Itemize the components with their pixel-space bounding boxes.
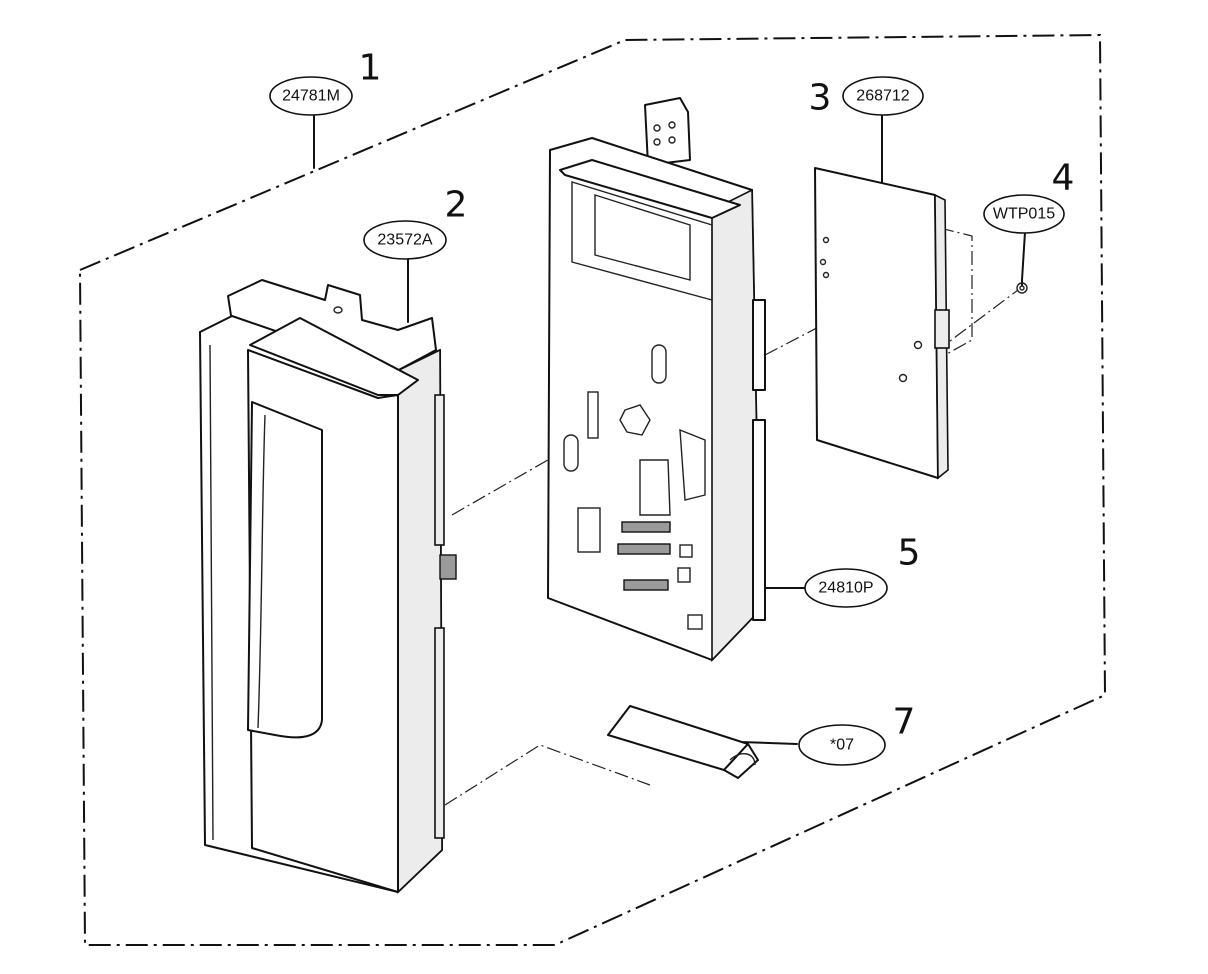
callout-code: 24781M <box>282 88 340 105</box>
control-panel-frame <box>199 279 457 894</box>
callout-number: 2 <box>445 185 468 226</box>
spring-clip <box>607 705 759 779</box>
callout-number: 5 <box>898 533 921 574</box>
control-bracket <box>547 97 766 662</box>
callout-code: 23572A <box>377 232 432 249</box>
callout-1: 24781M 1 <box>269 48 382 116</box>
callout-4: WTP015 4 <box>983 158 1075 234</box>
callout-number: 1 <box>359 48 382 89</box>
callout-7: *07 7 <box>798 702 916 766</box>
callout-code: *07 <box>830 737 854 754</box>
callout-number: 3 <box>809 78 832 119</box>
callout-5: 24810P 5 <box>804 533 921 608</box>
callout-code: WTP015 <box>993 206 1055 223</box>
callout-2: 23572A 2 <box>363 185 468 260</box>
leader-lines <box>313 111 1026 745</box>
callout-number: 4 <box>1052 158 1075 199</box>
callout-code: 268712 <box>856 88 909 105</box>
callout-code: 24810P <box>818 580 873 597</box>
circuit-board <box>814 167 1028 480</box>
callout-number: 7 <box>893 702 916 743</box>
callout-3: 268712 3 <box>809 76 924 119</box>
